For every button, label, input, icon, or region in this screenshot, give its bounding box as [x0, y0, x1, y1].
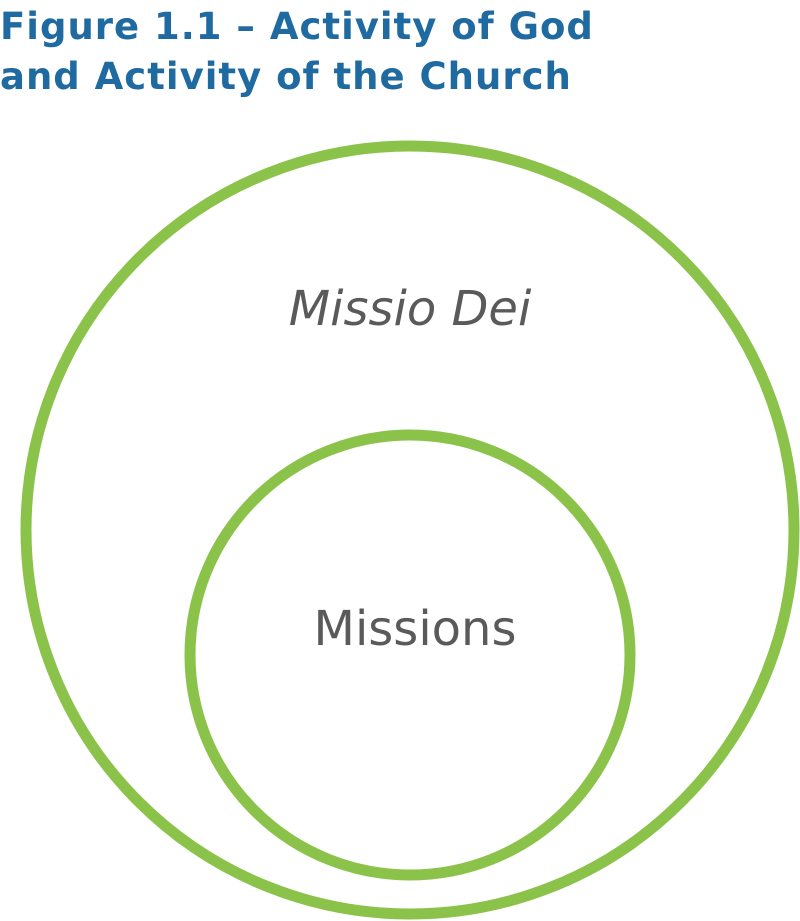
outer-circle-missio-dei — [20, 140, 800, 920]
figure-title: Figure 1.1 – Activity of God and Activity… — [0, 2, 594, 102]
title-line-1: Figure 1.1 – Activity of God — [0, 5, 594, 48]
outer-label: Missio Dei — [289, 281, 532, 337]
inner-circle-missions — [184, 429, 636, 881]
title-line-2: and Activity of the Church — [0, 55, 572, 98]
inner-label: Missions — [314, 601, 517, 657]
